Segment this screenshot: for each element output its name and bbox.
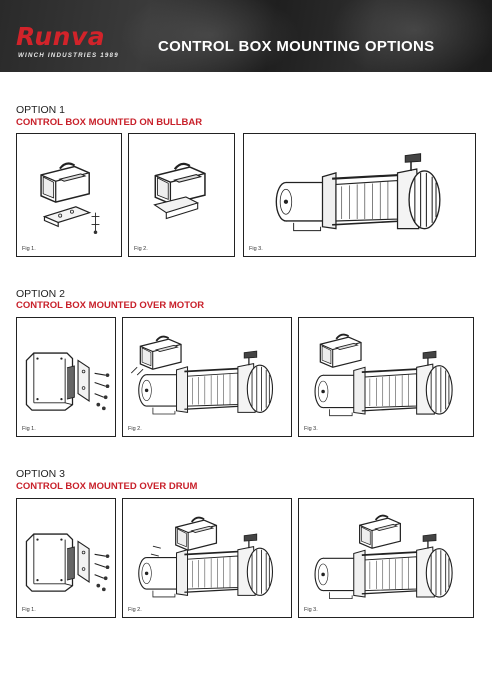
option-3-fig-2: Fig 2. [122, 498, 292, 618]
fig-caption: Fig 3. [249, 246, 263, 252]
winch-with-box-illustration [137, 516, 274, 598]
control-box-mounted-illustration [153, 162, 207, 220]
option-2-fig-3: Fig 3. [298, 317, 474, 437]
option-2-label: OPTION 2 [16, 288, 66, 300]
winch-with-box-illustration [314, 333, 454, 417]
fig-caption: Fig 2. [134, 246, 148, 252]
fig-caption: Fig 1. [22, 246, 36, 252]
brand-logo: Runva WINCH INDUSTRIES 1989 [16, 24, 138, 64]
fig-caption: Fig 2. [128, 426, 142, 432]
option-2-subtitle: CONTROL BOX MOUNTED OVER MOTOR [16, 300, 205, 311]
option-2-fig-1: Fig 1. [16, 317, 116, 437]
winch-illustration [275, 152, 441, 232]
option-3-fig-3: Fig 3. [298, 498, 474, 618]
header-texture [330, 0, 492, 72]
option-1-fig-1: Fig 1. [16, 133, 122, 257]
option-2-fig-2: Fig 2. [122, 317, 292, 437]
option-1-subtitle: CONTROL BOX MOUNTED ON BULLBAR [16, 117, 203, 128]
fig-caption: Fig 2. [128, 607, 142, 613]
fig-caption: Fig 1. [22, 426, 36, 432]
control-box-bracket-illustration [25, 352, 111, 411]
option-1-label: OPTION 1 [16, 104, 66, 116]
page-header: Runva WINCH INDUSTRIES 1989 CONTROL BOX … [0, 0, 492, 72]
option-3-subtitle: CONTROL BOX MOUNTED OVER DRUM [16, 481, 198, 492]
brand-name: Runva [16, 22, 106, 51]
fig-caption: Fig 1. [22, 607, 36, 613]
option-3-fig-1: Fig 1. [16, 498, 116, 618]
winch-with-box-illustration [314, 514, 454, 600]
option-1-fig-3: Fig 3. [243, 133, 476, 257]
control-box-bracket-illustration [25, 533, 111, 592]
control-box-bracket-illustration [40, 162, 100, 235]
option-1-fig-2: Fig 2. [128, 133, 235, 257]
winch-with-box-illustration [130, 335, 274, 415]
page-title: CONTROL BOX MOUNTING OPTIONS [158, 38, 435, 55]
fig-caption: Fig 3. [304, 607, 318, 613]
option-3-label: OPTION 3 [16, 468, 66, 480]
fig-caption: Fig 3. [304, 426, 318, 432]
header-texture [120, 0, 300, 72]
brand-tagline: WINCH INDUSTRIES 1989 [18, 52, 119, 59]
